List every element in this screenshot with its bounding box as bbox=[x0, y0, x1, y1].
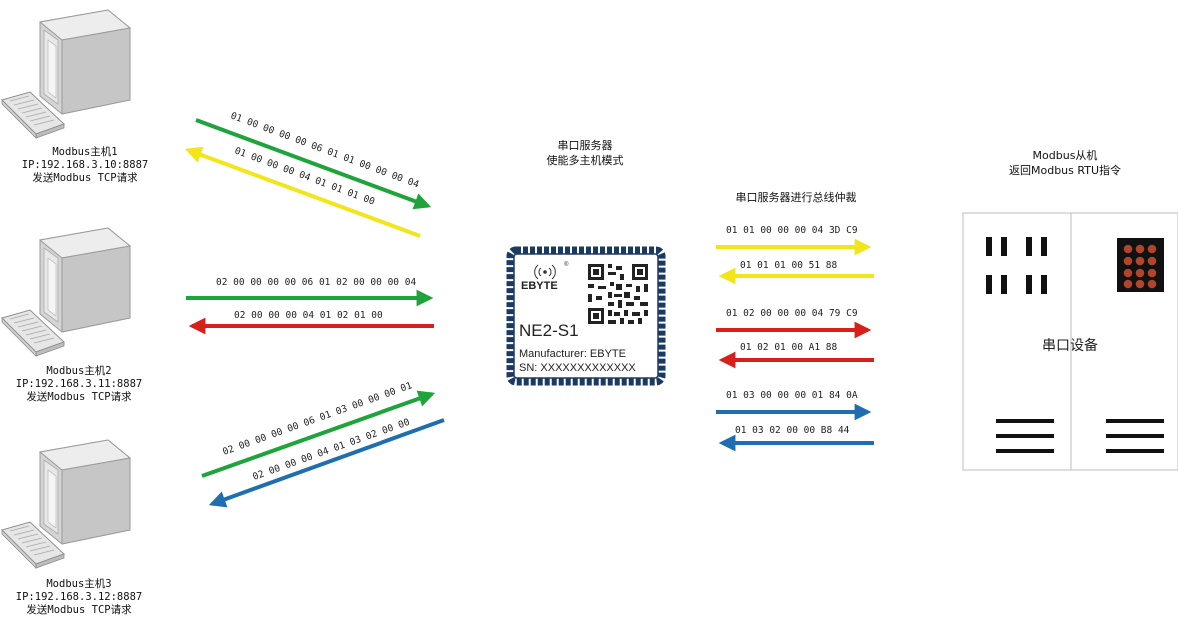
cabinet-vent-right bbox=[1106, 419, 1164, 453]
rtu1-request-frame: 01 01 00 00 00 04 3D C9 bbox=[726, 225, 858, 236]
server-title-line2: 使能多主机模式 bbox=[546, 154, 624, 167]
registered-mark: ® bbox=[564, 261, 569, 268]
device-label: 串口设备 bbox=[1042, 337, 1098, 354]
slave-title-line1: Modbus从机 bbox=[1032, 149, 1098, 162]
host3-ip: IP:192.168.3.12:8887 bbox=[15, 591, 143, 603]
chip-serial-number: SN: XXXXXXXXXXXXX bbox=[519, 362, 636, 374]
host1-label: Modbus主机1 IP:192.168.3.10:8887 发送Modbus … bbox=[10, 146, 160, 185]
host2-response-frame: 02 00 00 00 04 01 02 01 00 bbox=[234, 310, 383, 321]
chip-manufacturer: Manufacturer: EBYTE bbox=[519, 348, 626, 360]
rtu1-response-frame: 01 01 01 00 51 88 bbox=[740, 260, 838, 271]
arbitration-title-text: 串口服务器进行总线仲裁 bbox=[735, 191, 857, 204]
cabinet-led-panel bbox=[1117, 238, 1164, 292]
serial-device-cabinet: 串口设备 bbox=[962, 212, 1178, 471]
server-title: 串口服务器 使能多主机模式 bbox=[520, 138, 650, 168]
host2-name: Modbus主机2 bbox=[46, 365, 112, 377]
host3-action: 发送Modbus TCP请求 bbox=[26, 604, 132, 616]
serial-server-chip: ® EBYTE NE2-S1 Manufacturer: EBYTE SN: X… bbox=[506, 246, 666, 386]
wifi-icon bbox=[534, 264, 556, 280]
chip-model: NE2-S1 bbox=[519, 321, 579, 340]
cabinet-indicator-bars bbox=[986, 237, 1047, 294]
host2-label: Modbus主机2 IP:192.168.3.11:8887 发送Modbus … bbox=[4, 365, 154, 404]
host3-response-arrow bbox=[208, 418, 445, 508]
server-title-line1: 串口服务器 bbox=[557, 139, 613, 152]
rtu3-response-frame: 01 03 02 00 00 B8 44 bbox=[735, 425, 850, 436]
host3-label: Modbus主机3 IP:192.168.3.12:8887 发送Modbus … bbox=[4, 578, 154, 617]
host3-computer-icon bbox=[1, 439, 131, 569]
slave-title-line2: 返回Modbus RTU指令 bbox=[1009, 164, 1121, 177]
host1-name: Modbus主机1 bbox=[52, 146, 118, 158]
rtu2-response-frame: 01 02 01 00 A1 88 bbox=[740, 342, 838, 353]
host1-request-arrow bbox=[195, 118, 432, 210]
host3-request-arrow bbox=[201, 390, 436, 478]
host3-request-frame: 02 00 00 00 00 06 01 03 00 00 00 01 bbox=[221, 380, 414, 458]
host1-ip: IP:192.168.3.10:8887 bbox=[21, 159, 149, 171]
host2-action: 发送Modbus TCP请求 bbox=[26, 391, 132, 403]
host2-computer-icon bbox=[1, 227, 131, 357]
host3-name: Modbus主机3 bbox=[46, 578, 112, 590]
host2-request-frame: 02 00 00 00 00 06 01 02 00 00 00 04 bbox=[216, 277, 416, 288]
rtu2-request-frame: 01 02 00 00 00 04 79 C9 bbox=[726, 308, 858, 319]
host1-response-arrow bbox=[184, 146, 421, 238]
host2-ip: IP:192.168.3.11:8887 bbox=[15, 378, 143, 390]
chip-brand: EBYTE bbox=[521, 280, 558, 292]
arbitration-title: 串口服务器进行总线仲裁 bbox=[716, 190, 876, 205]
qr-code-icon bbox=[586, 262, 650, 326]
host1-action: 发送Modbus TCP请求 bbox=[32, 172, 138, 184]
rtu3-request-frame: 01 03 00 00 00 01 84 0A bbox=[726, 390, 858, 401]
slave-title: Modbus从机 返回Modbus RTU指令 bbox=[990, 148, 1140, 178]
host1-computer-icon bbox=[1, 9, 131, 139]
cabinet-vent-left bbox=[996, 419, 1054, 453]
